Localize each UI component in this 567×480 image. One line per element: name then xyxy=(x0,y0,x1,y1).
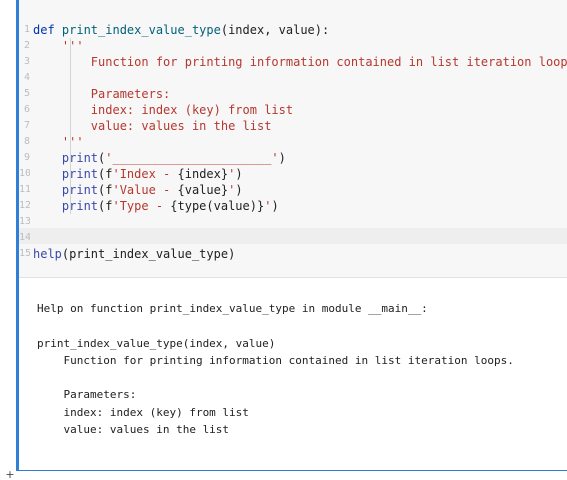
output-line xyxy=(37,317,514,334)
output-line: value: values in the list xyxy=(37,423,230,437)
code-line: Function for printing information contai… xyxy=(33,54,567,70)
code-line: value: values in the list xyxy=(33,118,567,134)
code-token: (f xyxy=(98,183,113,197)
code-token: value: values in the list xyxy=(33,119,272,133)
cell-bottom-border xyxy=(16,470,567,471)
code-token: Function for printing information contai… xyxy=(33,55,567,69)
code-line: Parameters: xyxy=(33,86,567,102)
output-line: Parameters: xyxy=(37,388,137,402)
code-token: {index} xyxy=(177,167,229,181)
line-number: 3 xyxy=(23,56,30,67)
code-line: print('______________________') xyxy=(33,150,567,166)
code-line: print(f'Index - {index}') xyxy=(33,166,567,182)
line-number: 15 xyxy=(19,248,30,259)
code-token: ) xyxy=(235,167,243,181)
code-token: ' xyxy=(228,167,236,181)
code-token: print xyxy=(61,151,99,165)
line-number: 6 xyxy=(23,104,30,115)
indent-guide xyxy=(70,38,71,214)
code-token xyxy=(33,167,62,181)
code-token xyxy=(33,183,62,197)
line-number: 8 xyxy=(23,136,30,147)
code-token: help xyxy=(33,247,62,261)
code-line xyxy=(33,214,567,230)
code-token: 'Index - xyxy=(112,167,178,181)
code-token: (index, value): xyxy=(220,23,330,37)
code-line xyxy=(33,230,567,246)
code-line: def print_index_value_type(index, value)… xyxy=(33,22,567,38)
output-line: print_index_value_type(index, value) xyxy=(37,336,276,350)
line-number: 5 xyxy=(23,88,30,99)
code-line: help(print_index_value_type) xyxy=(33,246,567,262)
code-token: print xyxy=(61,183,99,197)
code-token: def xyxy=(33,23,62,37)
code-token: index: index (key) from list xyxy=(33,103,294,117)
code-line: print(f'Value - {value}') xyxy=(33,182,567,198)
output-line: index: index (key) from list xyxy=(37,405,249,419)
current-line-highlight xyxy=(19,228,567,244)
cell-output: Help on function print_index_value_type … xyxy=(19,278,567,471)
code-token: print xyxy=(61,167,99,181)
code-token: ) xyxy=(235,183,243,197)
code-token: 'Value - xyxy=(112,183,178,197)
line-number: 13 xyxy=(19,216,30,227)
code-token: ' xyxy=(264,199,272,213)
cell-focus-indicator xyxy=(16,0,19,471)
line-number: 9 xyxy=(23,152,30,163)
code-token: Parameters: xyxy=(33,87,171,101)
code-token: ' xyxy=(228,183,236,197)
line-number: 7 xyxy=(23,120,30,131)
code-line: index: index (key) from list xyxy=(33,102,567,118)
output-line: Function for printing information contai… xyxy=(37,353,514,367)
code-line xyxy=(33,70,567,86)
code-token: ( xyxy=(98,151,106,165)
code-token: (print_index_value_type) xyxy=(61,247,236,261)
output-text: Help on function print_index_value_type … xyxy=(37,300,514,438)
code-token: ) xyxy=(278,151,286,165)
line-number: 11 xyxy=(19,184,30,195)
add-cell-button[interactable]: + xyxy=(5,468,15,480)
code-line: ''' xyxy=(33,38,567,54)
code-token xyxy=(33,199,62,213)
code-token: print xyxy=(61,199,99,213)
code-token: (f xyxy=(98,167,113,181)
code-token: '______________________' xyxy=(105,151,279,165)
line-number: 2 xyxy=(23,40,30,51)
line-number: 12 xyxy=(19,200,30,211)
code-token: ''' xyxy=(33,135,84,149)
code-token: {value} xyxy=(177,183,229,197)
line-number: 10 xyxy=(19,168,30,179)
code-token xyxy=(33,151,62,165)
code-line: print(f'Type - {type(value)}') xyxy=(33,198,567,214)
code-token: ) xyxy=(271,199,279,213)
code-token: 'Type - xyxy=(112,199,171,213)
code-token: (f xyxy=(98,199,113,213)
code-token: print_index_value_type xyxy=(61,23,221,37)
code-editor[interactable]: def print_index_value_type(index, value)… xyxy=(33,22,567,262)
output-line xyxy=(37,369,514,386)
code-token: {type(value)} xyxy=(170,199,265,213)
output-line: Help on function print_index_value_type … xyxy=(37,302,428,315)
code-line: ''' xyxy=(33,134,567,150)
line-number: 1 xyxy=(23,24,30,35)
line-number: 4 xyxy=(23,72,30,83)
line-number: 14 xyxy=(19,232,30,243)
code-token: ''' xyxy=(33,39,84,53)
